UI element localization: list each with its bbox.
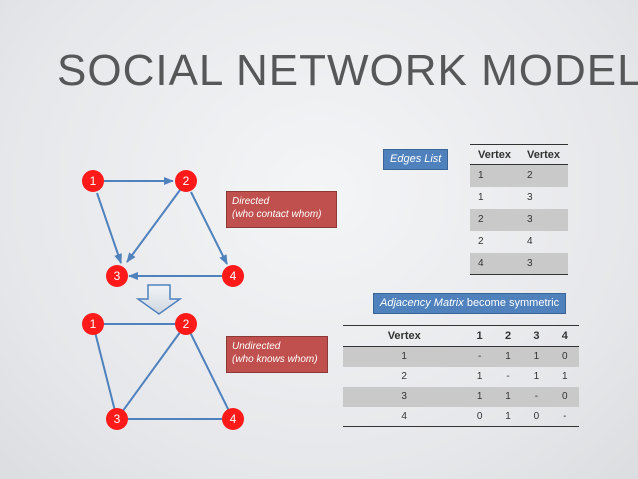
undirected-callout: Undirected (who knows whom)	[226, 336, 328, 373]
svg-text:4: 4	[230, 269, 237, 283]
table-row: 2 1 - 1 1	[401, 371, 568, 382]
directed-node-1: 1	[82, 170, 104, 192]
column-header: Vertex	[343, 325, 466, 347]
column-header: Vertex	[470, 144, 519, 165]
table-header-row: Vertex 1 2 3 4	[343, 325, 579, 347]
undirected-node-1: 1	[82, 313, 104, 335]
edge-1-3	[96, 192, 122, 264]
edges-list-table: Vertex Vertex 1 2 1 3 2 3 2 4 4 3	[470, 144, 568, 275]
edges-list-label: Edges List	[383, 149, 449, 170]
column-header: 4	[550, 325, 579, 347]
directed-callout-title: Directed	[232, 196, 270, 207]
svg-text:2: 2	[183, 317, 190, 331]
undirected-node-3: 3	[106, 408, 128, 430]
table-row: 4 0 1 0 -	[343, 406, 579, 427]
undirected-node-4: 4	[222, 408, 244, 430]
svg-text:1: 1	[90, 317, 97, 331]
edge-2-3	[126, 189, 181, 263]
column-header: Vertex	[519, 144, 568, 165]
adjacency-matrix-label-italic: Adjacency Matrix	[380, 297, 464, 309]
svg-text:4: 4	[230, 412, 237, 426]
directed-node-4: 4	[222, 265, 244, 287]
undirected-callout-subtitle: (who knows whom)	[232, 354, 318, 365]
adjacency-matrix-table: Vertex 1 2 3 4 1 - 1 1 0 2 1 - 1 1 3 1 1…	[343, 325, 579, 427]
table-row: 2 4	[478, 236, 533, 247]
directed-node-3: 3	[106, 265, 128, 287]
undirected-callout-title: Undirected	[232, 341, 281, 352]
directed-callout: Directed (who contact whom)	[226, 191, 337, 228]
table-row: 2 3	[470, 208, 568, 231]
undirected-edges	[92, 323, 234, 420]
svg-text:3: 3	[114, 412, 121, 426]
undirected-node-2: 2	[175, 313, 197, 335]
transform-arrow-icon	[135, 284, 183, 315]
table-row: 3 1 1 - 0	[343, 386, 579, 407]
directed-callout-subtitle: (who contact whom)	[232, 209, 322, 220]
uedge-2-3	[116, 323, 187, 420]
table-header-row: Vertex Vertex	[470, 144, 568, 165]
column-header: 3	[522, 325, 551, 347]
adjacency-matrix-label-rest: become symmetric	[463, 297, 560, 309]
directed-edges	[96, 177, 228, 280]
svg-text:1: 1	[90, 174, 97, 188]
column-header: 1	[465, 325, 494, 347]
uedge-1-3	[92, 323, 118, 420]
edge-2-4	[190, 191, 228, 265]
svg-text:2: 2	[183, 174, 190, 188]
directed-node-2: 2	[175, 170, 197, 192]
table-row: 1 3	[478, 192, 533, 203]
table-row: 1 2	[470, 164, 568, 187]
uedge-2-4	[185, 323, 234, 420]
column-header: 2	[493, 325, 523, 347]
slide-title: SOCIAL NETWORK MODEL	[57, 46, 638, 95]
adjacency-matrix-label: Adjacency Matrix become symmetric	[373, 293, 567, 314]
table-row: 1 - 1 1 0	[343, 346, 579, 367]
table-row: 4 3	[470, 252, 568, 275]
svg-text:3: 3	[114, 269, 121, 283]
